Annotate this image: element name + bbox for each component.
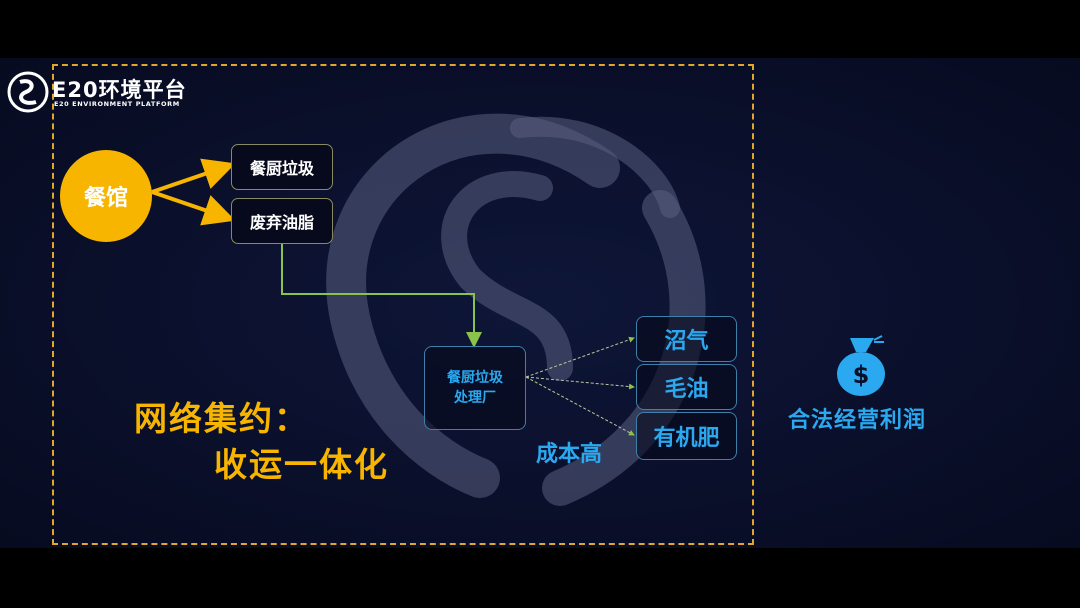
fertilizer-node: 有机肥 <box>636 412 737 460</box>
slogan-line1: 网络集约： <box>134 399 309 438</box>
arrow-to-fertilizer <box>525 376 635 436</box>
e20-logo-icon <box>7 71 49 113</box>
connectors <box>151 158 635 436</box>
slogan-line2: 收运一体化 <box>214 445 389 484</box>
cost-note: 成本高 <box>536 442 603 467</box>
waste-oil-node: 废弃油脂 <box>231 198 333 244</box>
biogas-node: 沼气 <box>636 316 737 362</box>
slide: E20环境平台 E20 ENVIRONMENT PLATFORM 餐馆 餐厨垃圾… <box>0 58 1080 548</box>
dashed-frame <box>52 64 754 545</box>
arrow-to-biogas <box>525 336 635 378</box>
restaurant-node: 餐馆 <box>60 150 152 242</box>
logo-subtitle: E20 ENVIRONMENT PLATFORM <box>54 100 180 108</box>
logo-title: E20环境平台 <box>52 78 187 102</box>
svg-text:$: $ <box>853 361 870 389</box>
arrow-to-plant <box>281 244 482 348</box>
processing-plant-node: 餐厨垃圾 处理厂 <box>424 346 526 430</box>
money-bag-icon: $ <box>837 335 885 396</box>
profit-label: 合法经营利润 <box>788 408 927 433</box>
crude-oil-node: 毛油 <box>636 364 737 410</box>
arrow-to-waste-oil <box>151 190 236 226</box>
arrow-to-kitchen-waste <box>151 158 236 194</box>
plant-line1: 餐厨垃圾 <box>447 370 503 386</box>
kitchen-waste-node: 餐厨垃圾 <box>231 144 333 190</box>
plant-line2: 处理厂 <box>454 390 496 406</box>
arrow-to-crude-oil <box>525 376 635 390</box>
